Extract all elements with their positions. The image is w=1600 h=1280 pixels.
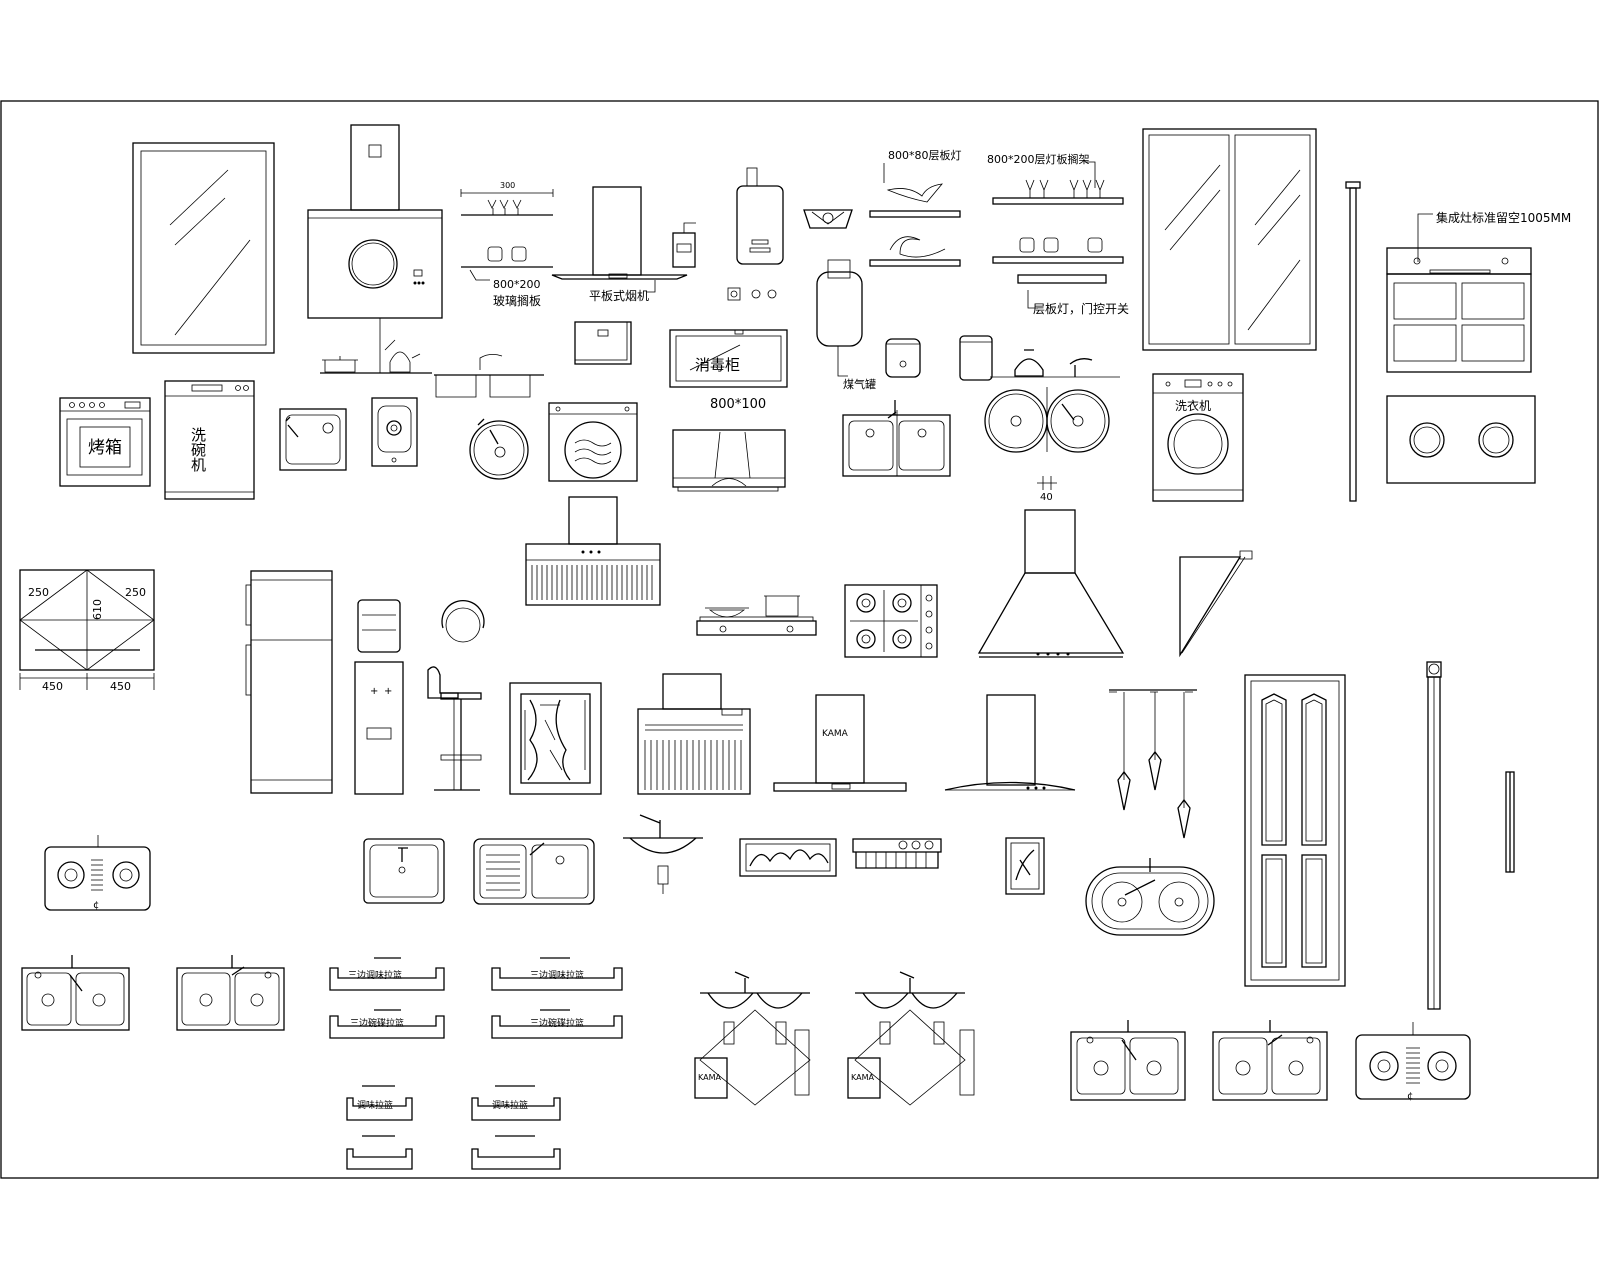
brand-label: KAMA	[822, 729, 849, 739]
undersink-plumbing-a: KAMA	[694, 971, 811, 1106]
pullout-baskets: 三边调味拉篮 三边碗碟拉篮 三边调味拉篮 三边碗碟拉篮 调味拉篮 调味拉篮	[329, 957, 623, 1170]
basket-label-d: 调味拉篮	[492, 1099, 528, 1111]
brand-label-3: KAMA	[851, 1073, 874, 1082]
chimney-hood-slatted-2	[637, 673, 751, 795]
shelf-note: 800*200	[493, 278, 541, 291]
light-shelf: 800*80层板灯	[869, 148, 962, 267]
double-sink-a	[21, 955, 130, 1031]
stove-with-pots	[696, 595, 817, 636]
oven: 烤箱	[59, 397, 151, 487]
tank-note: 煤气罐	[843, 377, 876, 391]
window-left	[132, 142, 275, 354]
single-sink-square	[279, 408, 347, 471]
angled-hood	[672, 429, 786, 492]
single-sink-small	[371, 397, 418, 467]
hood-note: 平板式烟机	[589, 289, 649, 303]
double-sink-c	[1070, 1020, 1186, 1101]
pyramid-hood	[977, 509, 1125, 658]
wall-lamp	[803, 209, 853, 229]
oven-label: 烤箱	[88, 438, 122, 458]
hob-dimension: 250 250 610 450 450	[19, 569, 155, 693]
gas-tank: 煤气罐	[816, 259, 876, 391]
svg-text:+: +	[384, 686, 392, 697]
round-sink	[469, 418, 529, 480]
cooktop-with-pots	[320, 318, 432, 374]
basket-label-a: 三边调味拉篮	[348, 969, 402, 981]
pot-and-container	[885, 335, 993, 381]
vertical-rail	[1345, 181, 1361, 502]
t-hood-kama: KAMA	[773, 694, 907, 792]
shelf-light-rack: 800*200层灯板搁架 层板灯，门控开关	[987, 152, 1129, 316]
dim-250-right: 250	[125, 586, 146, 599]
shelf-note-2: 玻璃搁板	[493, 293, 541, 308]
svg-text:¢: ¢	[93, 900, 99, 911]
undermount-sink-side	[623, 814, 703, 894]
side-hood	[1179, 550, 1253, 658]
curved-glass-hood	[944, 694, 1076, 791]
two-burner-hob	[1386, 395, 1536, 484]
svg-text:¢: ¢	[1407, 1091, 1413, 1102]
switch-note: 层板灯，门控开关	[1033, 301, 1129, 316]
sink-square-row5	[363, 838, 445, 904]
basket-label-c: 调味拉篮	[357, 1099, 393, 1111]
narrow-strip	[1505, 771, 1515, 873]
basket-label-a2: 三边调味拉篮	[530, 969, 584, 981]
washer-label: 洗衣机	[1175, 398, 1211, 413]
double-sink-b	[176, 955, 285, 1031]
water-heater	[672, 167, 784, 301]
front-loader	[548, 402, 638, 482]
refrigerator	[245, 570, 333, 794]
integrated-stove: 集成灶标准留空1005MM	[1386, 210, 1571, 373]
wall-clock	[441, 600, 485, 643]
integrated-note: 集成灶标准留空1005MM	[1436, 210, 1571, 225]
sterilizer-small	[574, 321, 632, 365]
light-note: 800*80层板灯	[888, 148, 962, 162]
wall-hood-round	[307, 124, 443, 319]
double-sink-d	[1212, 1020, 1328, 1101]
dish-rack	[852, 838, 942, 869]
dim-450-left: 450	[42, 680, 63, 693]
dishwasher: 洗碗机	[164, 380, 255, 500]
flat-hood: 平板式烟机	[551, 186, 688, 303]
bar-stool	[427, 666, 482, 791]
dim-40: 40	[1040, 492, 1053, 503]
dishwasher-label: 洗碗机	[189, 427, 207, 473]
window-double	[1142, 128, 1317, 351]
double-sink-side	[434, 354, 544, 398]
dim-450-right: 450	[110, 680, 131, 693]
dim-610: 610	[91, 599, 104, 620]
small-art	[1005, 837, 1045, 895]
dim-300: 300	[500, 181, 515, 190]
sterilizer-label: 消毒柜	[695, 356, 740, 374]
landscape-art	[739, 838, 837, 877]
washing-machine: 洗衣机	[1152, 373, 1244, 502]
basket-label-b: 三边碗碟拉篮	[350, 1017, 404, 1029]
drawing-frame	[0, 100, 1599, 1179]
double-sink-row2	[842, 400, 951, 477]
gas-hob-two: ¢	[44, 835, 151, 911]
shelf-light-note: 800*200层灯板搁架	[987, 152, 1090, 166]
panel-door	[1244, 674, 1346, 987]
tall-post	[1426, 661, 1442, 1010]
decorative-art	[509, 682, 602, 795]
pendant-lights	[1109, 689, 1197, 839]
sterilizer-size: 800*100	[710, 397, 766, 412]
oval-double-sink	[1085, 858, 1215, 936]
kettle-faucet-round-sinks: 40	[984, 349, 1120, 503]
svg-text:+: +	[370, 686, 378, 697]
four-burner-hob	[844, 584, 938, 658]
glass-shelf: 300 800*200 玻璃搁板	[460, 181, 554, 308]
sterilizer-cabinet: 消毒柜 800*100	[669, 329, 788, 412]
brand-label-2: KAMA	[698, 1073, 721, 1082]
water-dispenser: ++	[354, 599, 404, 795]
dim-250-left: 250	[28, 586, 49, 599]
chimney-hood-slatted	[525, 496, 661, 606]
basket-label-b2: 三边碗碟拉篮	[530, 1017, 584, 1029]
gas-hob-two-b: ¢	[1355, 1022, 1471, 1102]
sink-with-drainboard	[473, 838, 595, 905]
undersink-plumbing-b: KAMA	[847, 971, 975, 1106]
